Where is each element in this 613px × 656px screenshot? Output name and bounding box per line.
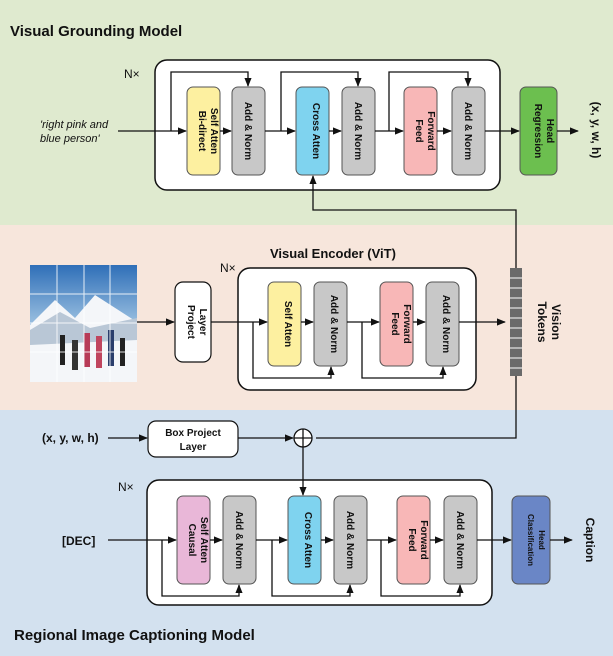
encoder-self-atten-block: [267, 281, 302, 367]
regression-head-label-1: Regression: [532, 104, 543, 158]
caption-add-norm-label-2: Add & Norm: [344, 511, 355, 569]
grounding-query-line1: 'right pink and: [40, 119, 109, 131]
captioning-repeat-label: N×: [118, 480, 134, 494]
encoder-connectors: [137, 318, 517, 439]
add-norm-label-3: Add & Norm: [462, 102, 473, 160]
captioning-connectors: [108, 434, 573, 597]
caption-add-norm-label-1: Add & Norm: [233, 511, 244, 569]
encoder-self-atten-label: Self Atten: [282, 301, 293, 347]
encoder-feed-forward-block: [379, 281, 414, 367]
feed-forward-label-2: Forward: [425, 111, 436, 150]
box-project-label-2: Layer: [180, 442, 207, 453]
project-layer-label-2: Layer: [197, 309, 208, 336]
vision-tokens-label-1: Vision: [549, 304, 563, 340]
add-norm-label-1: Add & Norm: [242, 102, 253, 160]
box-project-layer-block: [147, 420, 239, 458]
grounding-output: (x, y, w, h): [589, 102, 603, 159]
regression-head-label-2: Head: [544, 119, 555, 143]
box-coord-input: (x, y, w, h): [42, 431, 99, 445]
input-image: [30, 265, 137, 382]
cross-atten-label: Cross Atten: [310, 103, 321, 159]
captioning-section-title: Regional Image Captioning Model: [14, 627, 255, 644]
caption-output: Caption: [583, 518, 597, 563]
feed-forward-label-1: Feed: [413, 119, 424, 142]
grounding-repeat-label: N×: [124, 67, 140, 81]
caption-cross-atten-label: Cross Atten: [302, 512, 313, 568]
classification-head-label-1: Classification: [526, 514, 535, 566]
encoder-add-norm-block-1: [313, 281, 348, 367]
encoder-add-norm-label-2: Add & Norm: [440, 295, 451, 353]
caption-add-norm-label-3: Add & Norm: [454, 511, 465, 569]
caption-feed-forward-label-2: Forward: [418, 520, 429, 559]
grounding-query-line2: blue person': [40, 133, 100, 145]
encoder-title: Visual Encoder (ViT): [270, 246, 396, 261]
classification-head-label-2: Head: [537, 530, 546, 550]
grounding-section-title: Visual Grounding Model: [10, 23, 182, 40]
bidirect-label-1: Bi-direct: [196, 111, 207, 152]
causal-label-1: Causal: [186, 524, 197, 557]
dec-token-input: [DEC]: [62, 534, 95, 548]
encoder-add-norm-block-2: [425, 281, 460, 367]
encoder-repeat-label: N×: [220, 261, 236, 275]
caption-feed-forward-label-1: Feed: [406, 528, 417, 551]
encoder-feed-forward-label-2: Forward: [401, 304, 412, 343]
encoder-add-norm-label-1: Add & Norm: [328, 295, 339, 353]
causal-label-2: Self Atten: [198, 517, 209, 563]
bidirect-label-2: Self Atten: [208, 108, 219, 154]
vision-tokens-label-2: Tokens: [535, 301, 549, 342]
encoder-feed-forward-label-1: Feed: [389, 312, 400, 335]
box-project-label-1: Box Project: [165, 428, 221, 439]
project-layer-label-1: Project: [185, 305, 196, 340]
add-operator: [293, 428, 313, 448]
grounding-connectors: [118, 71, 579, 268]
vision-tokens-stack: [510, 268, 522, 376]
add-norm-label-2: Add & Norm: [352, 102, 363, 160]
